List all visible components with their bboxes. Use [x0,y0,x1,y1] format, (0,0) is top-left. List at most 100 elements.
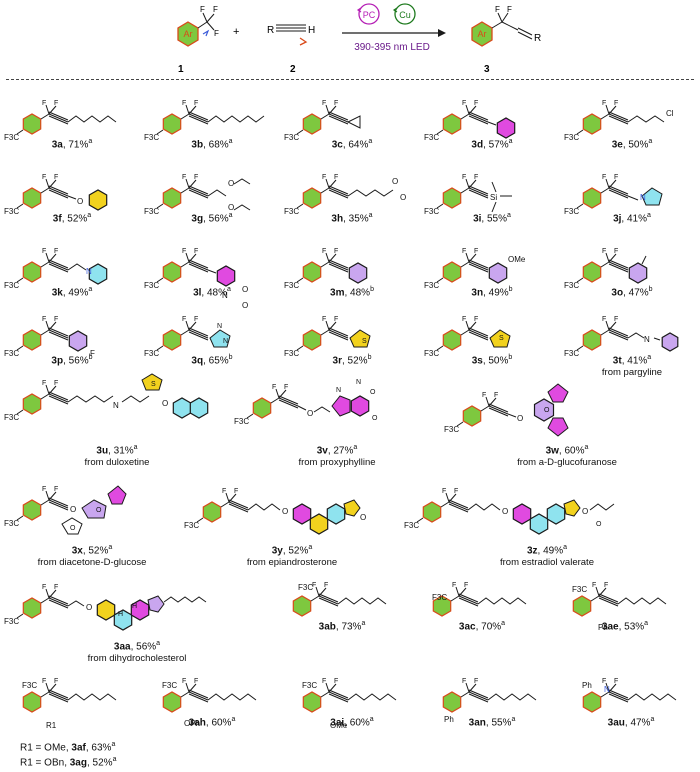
cf3-label: F3C [4,617,19,626]
f-label: F [592,582,596,589]
yield-value: 27% [333,445,354,457]
steroid-ring-a [292,503,312,525]
f-label: F [464,582,468,589]
caption-3f: 3f, 52%a [52,212,92,225]
aryl-ring [22,113,42,135]
product-number: 3 [484,64,490,75]
yield-note: a [368,138,373,145]
o-label: O [77,197,83,206]
caption-3q: 3q, 65%b [191,354,233,367]
aryl-ring [462,405,482,427]
yield-note: a [584,444,589,451]
cf3-label: F3C [234,417,249,426]
cf3-label: F3C [564,207,579,216]
yield-value: 71% [68,139,89,151]
yield-value: 53% [624,621,645,633]
f-label: F [42,248,46,255]
aryl-ring [162,261,182,283]
n-label: N [640,193,646,202]
aryl-ring [162,187,182,209]
f-label: F [194,678,198,685]
caption-3u: 3u, 31%a [96,444,138,457]
aryl-ring [572,595,592,617]
h-label: H [132,603,137,610]
aryl-ring [162,329,182,351]
caption-3d: 3d, 57%a [471,138,513,151]
f-label-2: F [213,5,218,14]
yield-value: 52% [67,213,88,225]
caption-3ac: 3ac, 70%a [458,620,506,633]
caption-3v: 3v, 27%a [316,444,358,457]
compound-id: 3h [331,213,344,225]
naphthyl-ring-1 [172,397,192,419]
f-label: F [54,584,58,591]
compound-id: 3ai [330,717,345,729]
compound-id: 3ah [188,717,206,729]
yield-note: a [228,212,233,219]
f-label: F [54,100,58,107]
yield-value: 31% [113,445,134,457]
compound-id: 3an [468,717,486,729]
o-label: O [502,507,508,516]
f-label: F [614,316,618,323]
r1-entry-1-yield: 63% [91,742,112,754]
r1-entry-1-prefix: R1 = OMe, [20,742,72,754]
n-label: N [644,335,650,344]
f-label: F [602,174,606,181]
yield-note: b [370,286,374,293]
f-label: F [54,174,58,181]
yield-note: a [647,212,651,219]
o-label: O [400,193,406,202]
caption-3ai: 3ai, 60%a [330,716,374,729]
f-label: F [602,316,606,323]
yield-note: a [563,544,568,551]
f-label: F [182,100,186,107]
f-label: F [602,100,606,107]
o-label: O [228,179,234,188]
s-label: S [362,338,367,345]
r1-entry-2-yield: 52% [92,757,113,769]
source-3z: from estradiol valerate [500,557,594,568]
compound-id: 3g [191,213,204,225]
aryl-ring [442,691,462,713]
f-label: F [54,486,58,493]
yield-value: 55% [491,717,512,729]
f-label: F [284,384,288,391]
f-label: F [182,316,186,323]
aryl-ring [22,329,42,351]
steroid-ring-a [96,599,116,621]
yield-value: 60% [349,717,370,729]
o-label: O [70,505,76,514]
caption-3h: 3h, 35%a [331,212,373,225]
ar-label: Ar [184,29,193,39]
copper-cycle: Cu [392,3,416,25]
yield-value: 60% [211,717,232,729]
caption-3r: 3r, 52%b [332,354,372,367]
yield-value: 41% [627,355,648,367]
aryl-ring [302,329,322,351]
aryl-ring [22,597,42,619]
r1-label: R1 [46,721,57,730]
f-label-p2: F [507,5,512,14]
cf3-label: F3C [432,593,447,602]
aryl-ring [432,595,452,617]
f-label: F [614,678,618,685]
aryl-ring [442,261,462,283]
